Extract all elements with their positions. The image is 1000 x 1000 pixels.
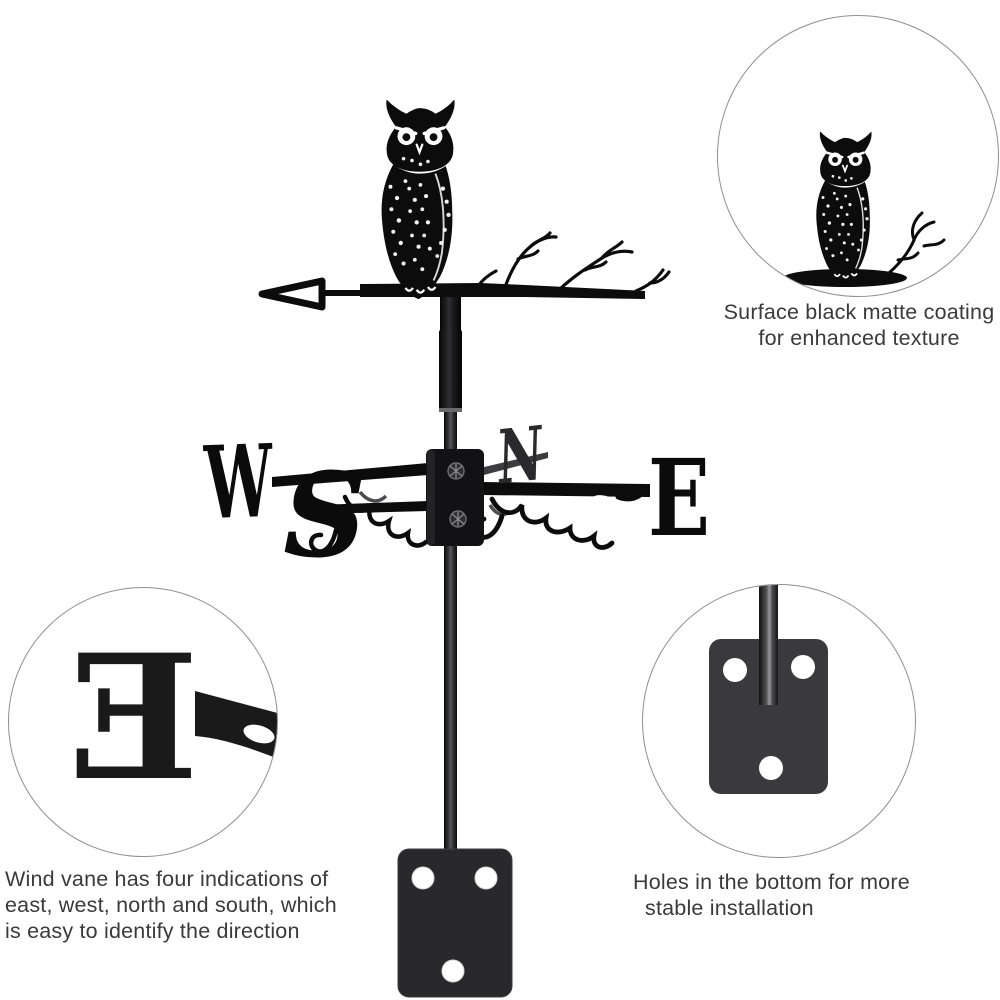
mounting-label: Holes in the bottom for more stable inst…: [633, 869, 963, 921]
directions-label-line2: east, west, north and south, which: [5, 893, 337, 918]
base-mounting-plate: [397, 848, 513, 998]
letter-north: N: [492, 411, 550, 502]
direction-cross: W E N S: [202, 411, 710, 584]
mounting-label-line2: stable installation: [645, 896, 814, 921]
owl-arrow-perch: [258, 98, 671, 311]
callout-circle-mounting: [642, 584, 916, 858]
bracket-closeup-illustration: [709, 585, 828, 794]
mount-hole-icon: [759, 756, 783, 780]
directions-label: Wind vane has four indications of east, …: [5, 866, 345, 945]
coating-label-line1: Surface black matte coating: [723, 300, 995, 324]
letter-closeup-illustration: E: [68, 616, 277, 819]
directions-label-line1: Wind vane has four indications of: [5, 867, 329, 891]
hub-block: [426, 449, 484, 546]
scrollwork-right-icon: [471, 488, 647, 550]
coating-label: Surface black matte coating for enhanced…: [716, 299, 1000, 351]
scrollwork-left-icon: [308, 494, 429, 554]
callout-circle-letter: E: [8, 587, 278, 857]
letter-south: S: [283, 448, 367, 584]
mount-hole-icon: [723, 658, 747, 682]
coating-label-line2: for enhanced texture: [758, 326, 960, 351]
letter-east: E: [648, 435, 710, 560]
owl-silhouette-icon: [379, 98, 457, 301]
directions-label-line3: is easy to identify the direction: [5, 919, 300, 944]
callout-circle-coating: [717, 15, 999, 297]
owl-closeup-illustration: [783, 130, 946, 287]
branch-twigs-icon: [882, 211, 946, 279]
mounting-label-line1: Holes in the bottom for more: [633, 870, 910, 894]
branch-twigs-icon: [476, 231, 671, 293]
vane-rod: [439, 293, 462, 852]
letter-west: W: [202, 422, 276, 542]
closeup-letter: E: [68, 616, 199, 819]
mount-hole-icon: [411, 866, 435, 890]
mount-hole-icon: [791, 655, 815, 679]
bracket-rod: [759, 585, 778, 705]
mount-hole-icon: [441, 959, 465, 983]
owl-silhouette-icon: [814, 130, 873, 284]
arrow-head-icon: [258, 277, 326, 311]
mount-hole-icon: [474, 866, 498, 890]
